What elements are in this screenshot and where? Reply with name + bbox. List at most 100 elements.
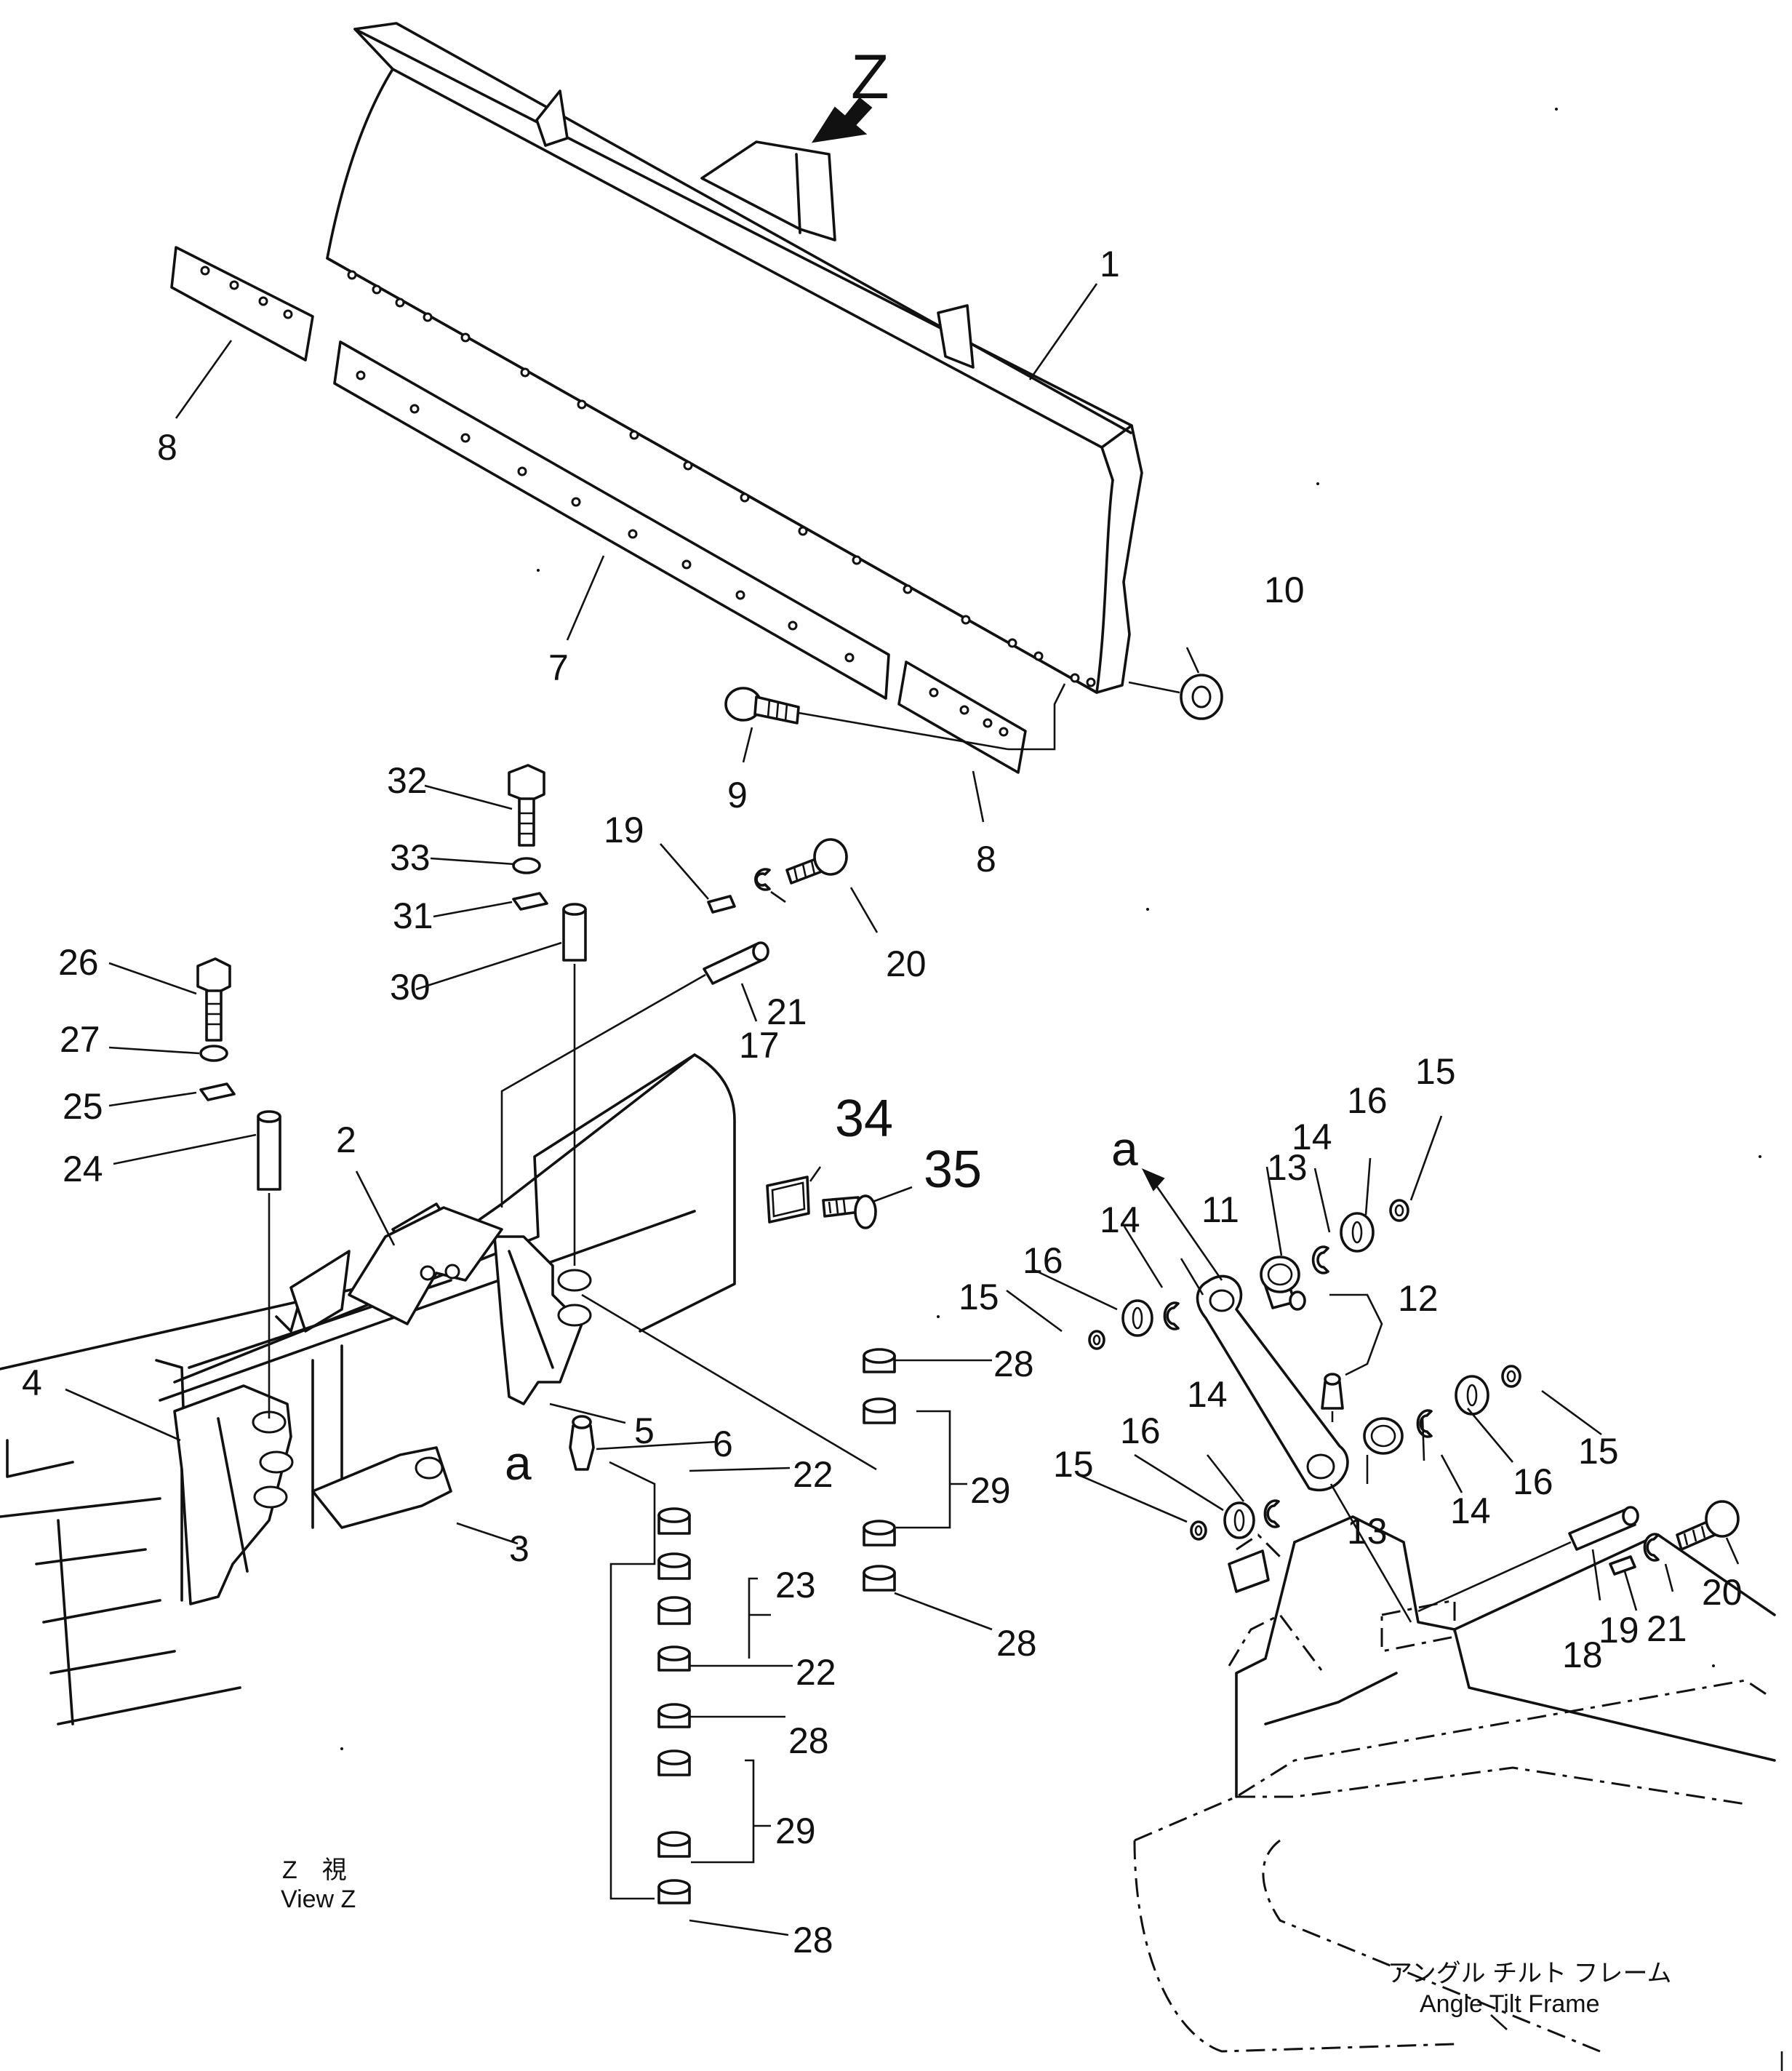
- label-16d: 16: [1513, 1461, 1553, 1502]
- label-3: 3: [509, 1528, 529, 1569]
- end-bit-right: [897, 661, 1027, 774]
- page-dots: [340, 108, 1783, 2071]
- plate-31: [512, 892, 548, 911]
- label-14c: 14: [1187, 1374, 1228, 1415]
- bushing-group-lower-right: [1363, 1365, 1521, 1455]
- label-15d: 15: [1578, 1431, 1619, 1472]
- label-28b: 28: [793, 1920, 833, 1960]
- label-28d: 28: [996, 1623, 1037, 1664]
- grease-fitting-6: [569, 1415, 595, 1471]
- plate-34: [766, 1176, 810, 1224]
- pin-18: [1417, 1506, 1639, 1613]
- label-9: 9: [727, 775, 748, 815]
- label-29b: 29: [970, 1470, 1011, 1511]
- label-31: 31: [393, 895, 433, 936]
- label-15a: 15: [1415, 1051, 1456, 1092]
- label-11: 11: [1201, 1189, 1239, 1230]
- plate-19b: [1609, 1555, 1636, 1576]
- frame-caption-en: Angle Tilt Frame: [1420, 1990, 1600, 2018]
- bolt-32: [508, 764, 545, 847]
- leader-lines: [65, 283, 1740, 2030]
- bushing-group-upper: [1260, 1199, 1409, 1293]
- captions: Z 視 View Z アングル チルト フレーム Angle Tilt Fram…: [281, 1856, 1672, 2018]
- link-11: [1141, 1168, 1412, 1623]
- pin-17: [500, 941, 769, 1208]
- view-z-caption-en: View Z: [281, 1886, 356, 1913]
- label-29a: 29: [775, 1811, 816, 1851]
- label-21b: 21: [1647, 1608, 1687, 1649]
- label-18: 18: [1562, 1635, 1603, 1675]
- label-16c: 16: [1120, 1410, 1161, 1451]
- label-14a: 14: [1292, 1117, 1332, 1157]
- label-23: 23: [775, 1565, 816, 1605]
- label-24: 24: [63, 1149, 103, 1189]
- label-14d: 14: [1450, 1491, 1491, 1531]
- grease-fitting-12b: [1321, 1373, 1344, 1422]
- bolt-26: [196, 957, 231, 1042]
- bolt-9: [724, 683, 1066, 751]
- label-27: 27: [60, 1019, 100, 1060]
- label-5: 5: [634, 1410, 655, 1451]
- label-25: 25: [63, 1086, 103, 1127]
- label-15b: 15: [959, 1277, 999, 1317]
- label-19b: 19: [1599, 1610, 1639, 1651]
- bolt-20a: [785, 838, 848, 885]
- bushing-group-left: [1088, 1299, 1180, 1350]
- label-20a: 20: [886, 943, 927, 984]
- trunnion-block: [348, 1206, 503, 1325]
- snap-ring-21a: [754, 868, 771, 891]
- plate-19a: [707, 895, 736, 914]
- detail-a-ref-left: a: [505, 1436, 532, 1490]
- label-15c: 15: [1053, 1444, 1094, 1485]
- bolt-35: [822, 1194, 877, 1229]
- label-13b: 13: [1347, 1511, 1388, 1552]
- label-32: 32: [387, 760, 428, 801]
- bushing-stack-left: [609, 1461, 691, 1904]
- detail-a-arrow-icon: [1141, 1168, 1165, 1192]
- pin-30: [562, 903, 587, 1266]
- label-12: 12: [1398, 1278, 1439, 1319]
- pin-24: [257, 1110, 281, 1418]
- label-7: 7: [548, 647, 569, 688]
- leader-12: [1329, 1293, 1383, 1376]
- label-20b: 20: [1702, 1572, 1743, 1613]
- label-16a: 16: [1347, 1080, 1388, 1121]
- label-4: 4: [22, 1362, 42, 1403]
- label-8a: 8: [157, 427, 177, 468]
- washer-33: [512, 857, 541, 874]
- bushing-group-lower-left: [1190, 1499, 1280, 1541]
- label-10: 10: [1264, 570, 1305, 610]
- label-28c: 28: [993, 1344, 1034, 1384]
- view-z-arrow-icon: [811, 97, 873, 143]
- label-33: 33: [390, 837, 431, 878]
- cutting-edge: [333, 340, 890, 700]
- blade: [326, 22, 1143, 694]
- label-34: 34: [835, 1090, 893, 1148]
- label-2: 2: [336, 1120, 356, 1160]
- label-30: 30: [390, 967, 431, 1007]
- label-16b: 16: [1023, 1240, 1063, 1281]
- label-13a: 13: [1267, 1147, 1308, 1188]
- snap-ring-21b: [1643, 1533, 1660, 1562]
- label-6: 6: [713, 1424, 733, 1464]
- label-21a: 21: [767, 991, 807, 1032]
- label-22b: 22: [796, 1652, 836, 1693]
- label-14b: 14: [1100, 1200, 1140, 1240]
- view-z-marker: Z: [811, 42, 889, 143]
- blade-rear-view: [0, 1053, 736, 1725]
- detail-a-ref-right: a: [1111, 1122, 1138, 1176]
- bolt-20b: [1676, 1500, 1740, 1551]
- plate-25: [199, 1082, 236, 1101]
- label-28a: 28: [788, 1720, 829, 1761]
- frame-caption-jp: アングル チルト フレーム: [1388, 1960, 1672, 1987]
- bushing-stack-right: [581, 1293, 896, 1592]
- blade-holes: [347, 270, 1096, 687]
- brace-3: [311, 1446, 452, 1529]
- end-bit-left: [170, 246, 314, 362]
- label-1: 1: [1100, 244, 1120, 284]
- nut-10: [1128, 674, 1223, 720]
- label-8b: 8: [976, 839, 996, 879]
- label-19a: 19: [604, 810, 644, 850]
- bracket-left: [173, 1384, 294, 1605]
